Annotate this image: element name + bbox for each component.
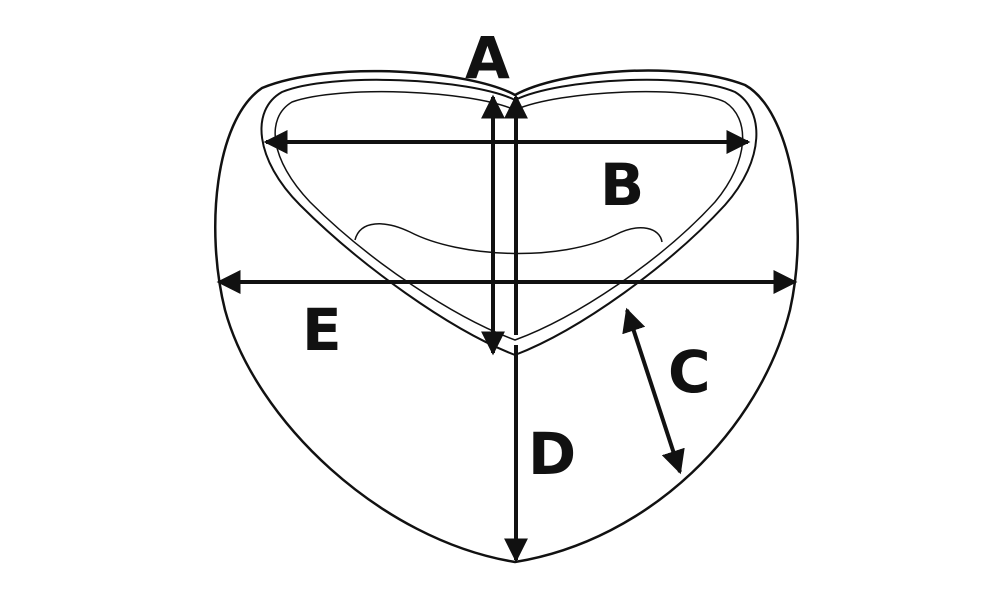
label-a: A <box>465 24 510 92</box>
opening-inner-rim <box>274 90 744 341</box>
seat-contour-line <box>354 223 663 255</box>
label-c: C <box>668 338 711 406</box>
label-d: D <box>528 420 576 488</box>
label-b: B <box>600 151 644 219</box>
label-e: E <box>302 296 342 364</box>
dimension-arrow-c <box>622 307 685 475</box>
